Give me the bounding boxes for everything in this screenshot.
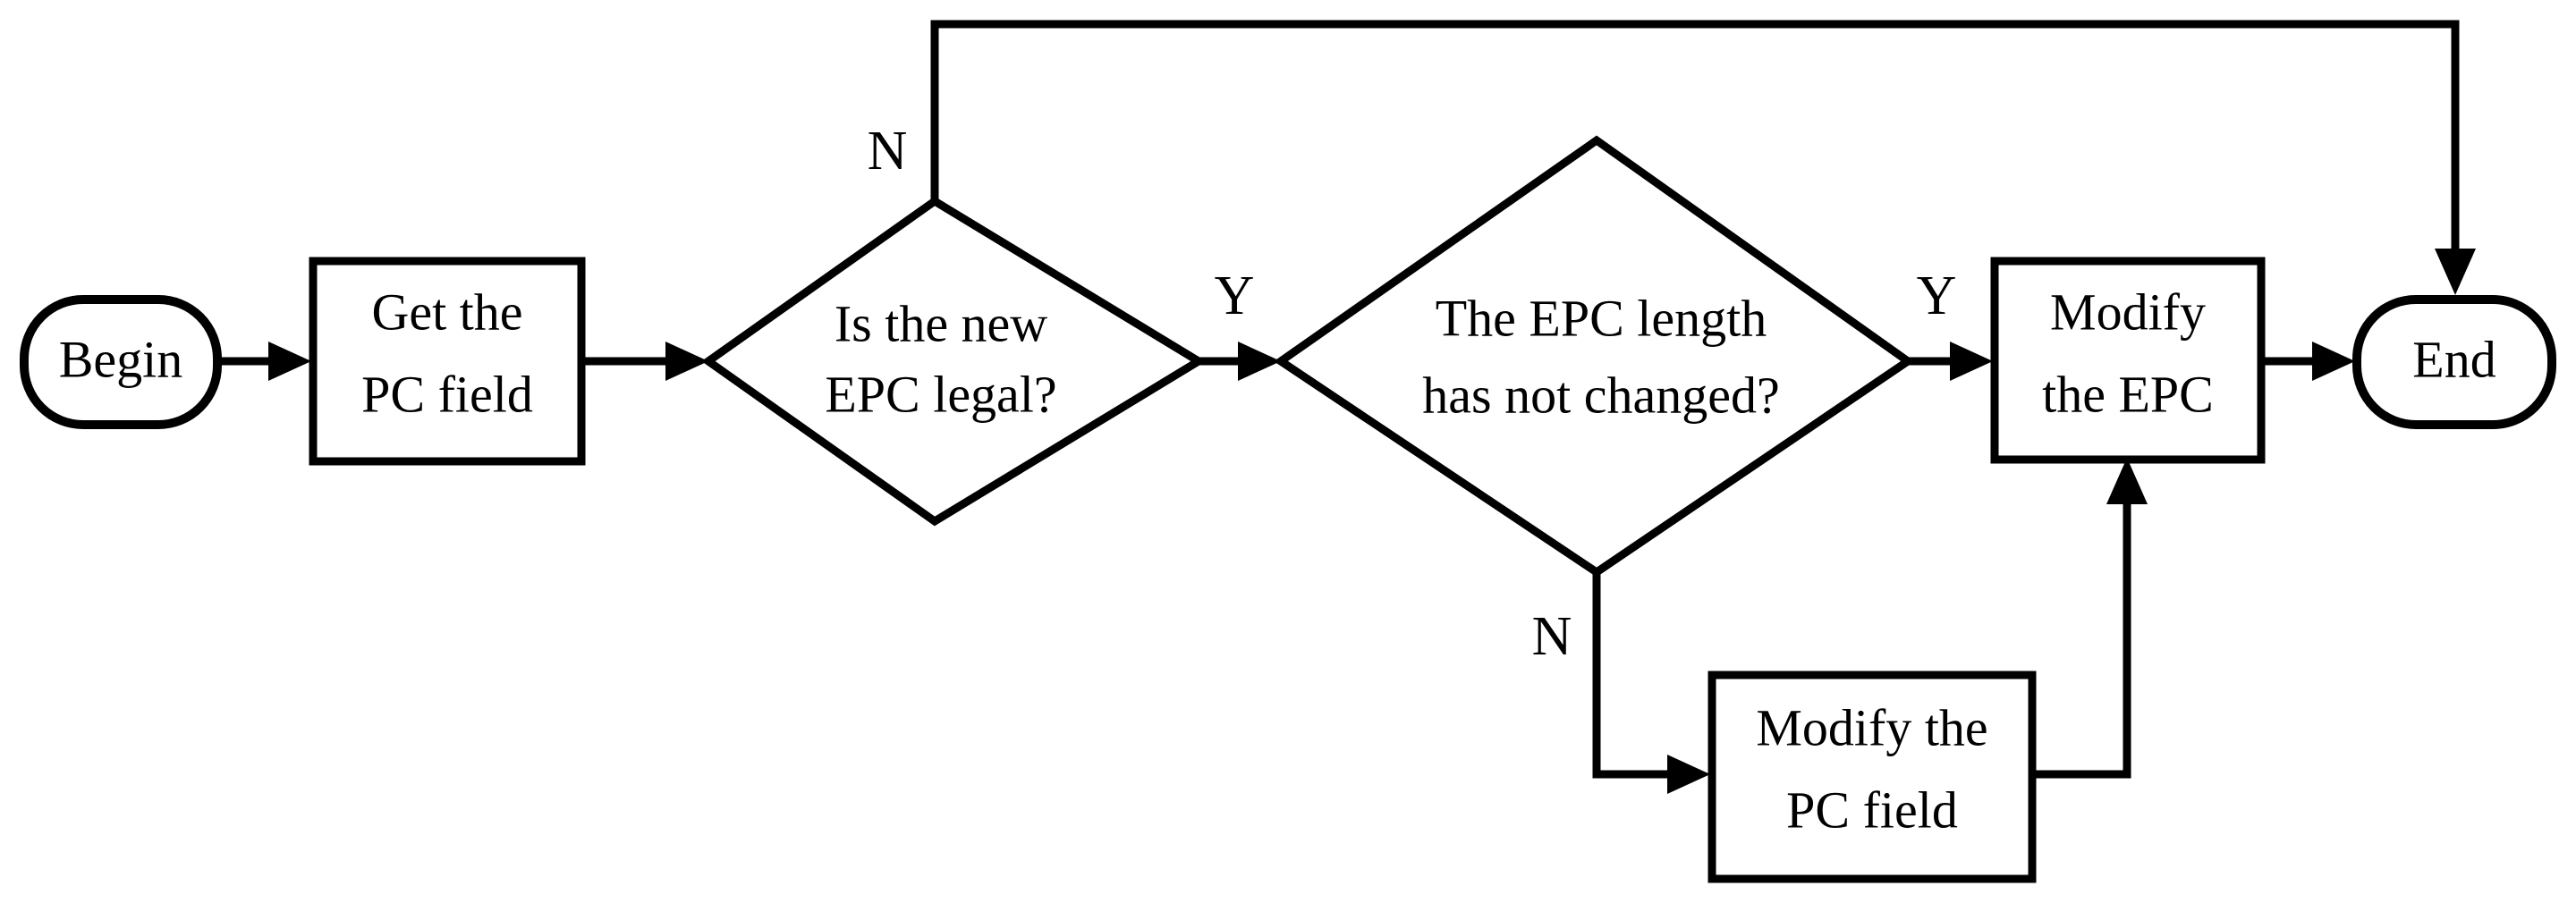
node-modify-epc-label-line2: the EPC [2042, 365, 2214, 423]
node-is-epc-legal-label-line1: Is the new [835, 294, 1047, 352]
node-is-epc-legal-label-line2: EPC legal? [825, 365, 1056, 423]
node-modify-pc-field-label-line2: PC field [1786, 781, 1958, 839]
connector-modify-pc-to-modify-epc [2032, 458, 2148, 779]
connector-get-pc-to-epc-legal [581, 342, 708, 381]
node-modify-pc-field[interactable]: Modify the PC field [1707, 671, 2037, 883]
connector-begin-to-get-pc [217, 342, 311, 381]
node-begin-label: Begin [59, 330, 183, 388]
node-epc-length-label-line2: has not changed? [1422, 366, 1779, 424]
node-end[interactable]: End [2352, 295, 2556, 429]
node-get-pc-field-label-line2: PC field [361, 365, 533, 423]
branch-label-epc-legal-no: N [868, 121, 908, 181]
node-modify-pc-field-label-line1: Modify the [1756, 698, 1987, 756]
connector-epc-legal-no-to-end [930, 20, 2476, 295]
node-is-epc-legal[interactable]: Is the new EPC legal? [701, 196, 1207, 527]
node-modify-epc-label-line1: Modify [2050, 283, 2206, 341]
branch-label-epc-legal-yes: Y [1215, 266, 1255, 326]
node-end-label: End [2412, 330, 2496, 388]
node-begin[interactable]: Begin [20, 295, 222, 429]
node-get-pc-field[interactable]: Get the PC field [309, 257, 586, 466]
branch-label-epc-length-yes: Y [1917, 266, 1957, 326]
node-modify-epc[interactable]: Modify the EPC [1990, 257, 2266, 464]
connector-modify-epc-to-end [2261, 342, 2355, 381]
connector-epc-length-yes-to-modify-epc [1908, 342, 1993, 381]
branch-label-epc-length-no: N [1532, 606, 1572, 667]
node-epc-length-unchanged[interactable]: The EPC length has not changed? [1274, 135, 1915, 578]
node-get-pc-field-label-line1: Get the [371, 283, 522, 341]
node-epc-length-label-line1: The EPC length [1436, 289, 1767, 347]
connector-epc-legal-yes-to-epc-length [1199, 342, 1281, 381]
connector-epc-length-no-to-modify-pc [1592, 572, 1710, 794]
